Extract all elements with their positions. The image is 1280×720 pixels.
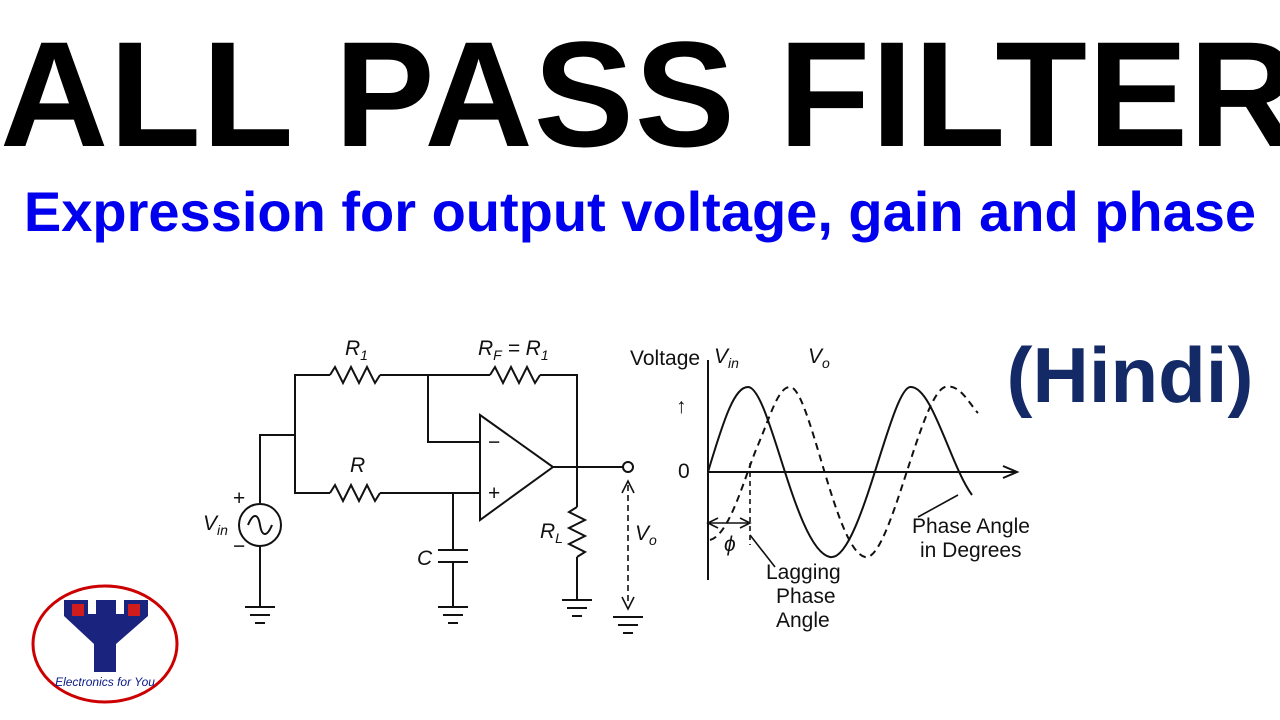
phi-label: ϕ [724, 533, 736, 556]
zero-label: 0 [678, 460, 690, 483]
capacitor [438, 549, 468, 563]
logo-caption: Electronics for You [55, 675, 155, 689]
all-pass-filter-circuit: R1 RF = R1 R C − + + − Vin RL Vo [203, 337, 657, 634]
ground-symbol [245, 606, 275, 624]
r-label: R [350, 454, 365, 477]
rl-resistor [566, 506, 588, 558]
subtitle: Expression for output voltage, gain and … [23, 180, 1257, 243]
opamp-minus-label: − [488, 431, 500, 454]
vin-wave [707, 385, 973, 559]
vin-wave-label: Vin [714, 345, 739, 371]
vo-wave [709, 385, 979, 558]
ground-symbol [438, 606, 468, 624]
phase-waveform-diagram: Voltage ↑ 0 Vin Vo ϕ Phase Angle in Degr… [630, 345, 1030, 632]
vin-plus-label: + [233, 487, 245, 510]
phase-angle-label-2: in Degrees [920, 539, 1022, 562]
up-arrow: ↑ [676, 395, 687, 418]
lagging-label-1: Lagging [766, 561, 841, 584]
phase-angle-label-1: Phase Angle [912, 515, 1030, 538]
vin-label: Vin [203, 512, 228, 538]
output-terminal [622, 461, 634, 473]
vin-minus-label: − [233, 535, 245, 558]
r1-resistor [329, 364, 381, 386]
r-resistor [329, 482, 381, 504]
opamp-plus-label: + [488, 482, 500, 505]
opamp [479, 413, 555, 522]
logo-y-icon [64, 600, 148, 672]
voltage-axis-label: Voltage [630, 347, 700, 370]
lagging-label-2: Phase [776, 585, 836, 608]
ground-symbol [562, 599, 592, 617]
circuit-wires [238, 364, 643, 634]
rf-label: RF = R1 [478, 337, 549, 363]
ground-symbol [613, 616, 643, 634]
lagging-label-3: Angle [776, 609, 830, 632]
c-label: C [417, 547, 433, 570]
page-title: ALL PASS FILTER [0, 10, 1280, 178]
rf-resistor [489, 364, 541, 386]
vo-wave-label: Vo [808, 345, 830, 371]
vo-label: Vo [635, 522, 657, 548]
language-tag: (Hindi) [1006, 331, 1254, 419]
electronics-for-you-logo: Electronics for You [31, 584, 179, 704]
waveform-axes [706, 360, 1020, 580]
r1-label: R1 [345, 337, 368, 363]
rl-label: RL [540, 520, 563, 546]
